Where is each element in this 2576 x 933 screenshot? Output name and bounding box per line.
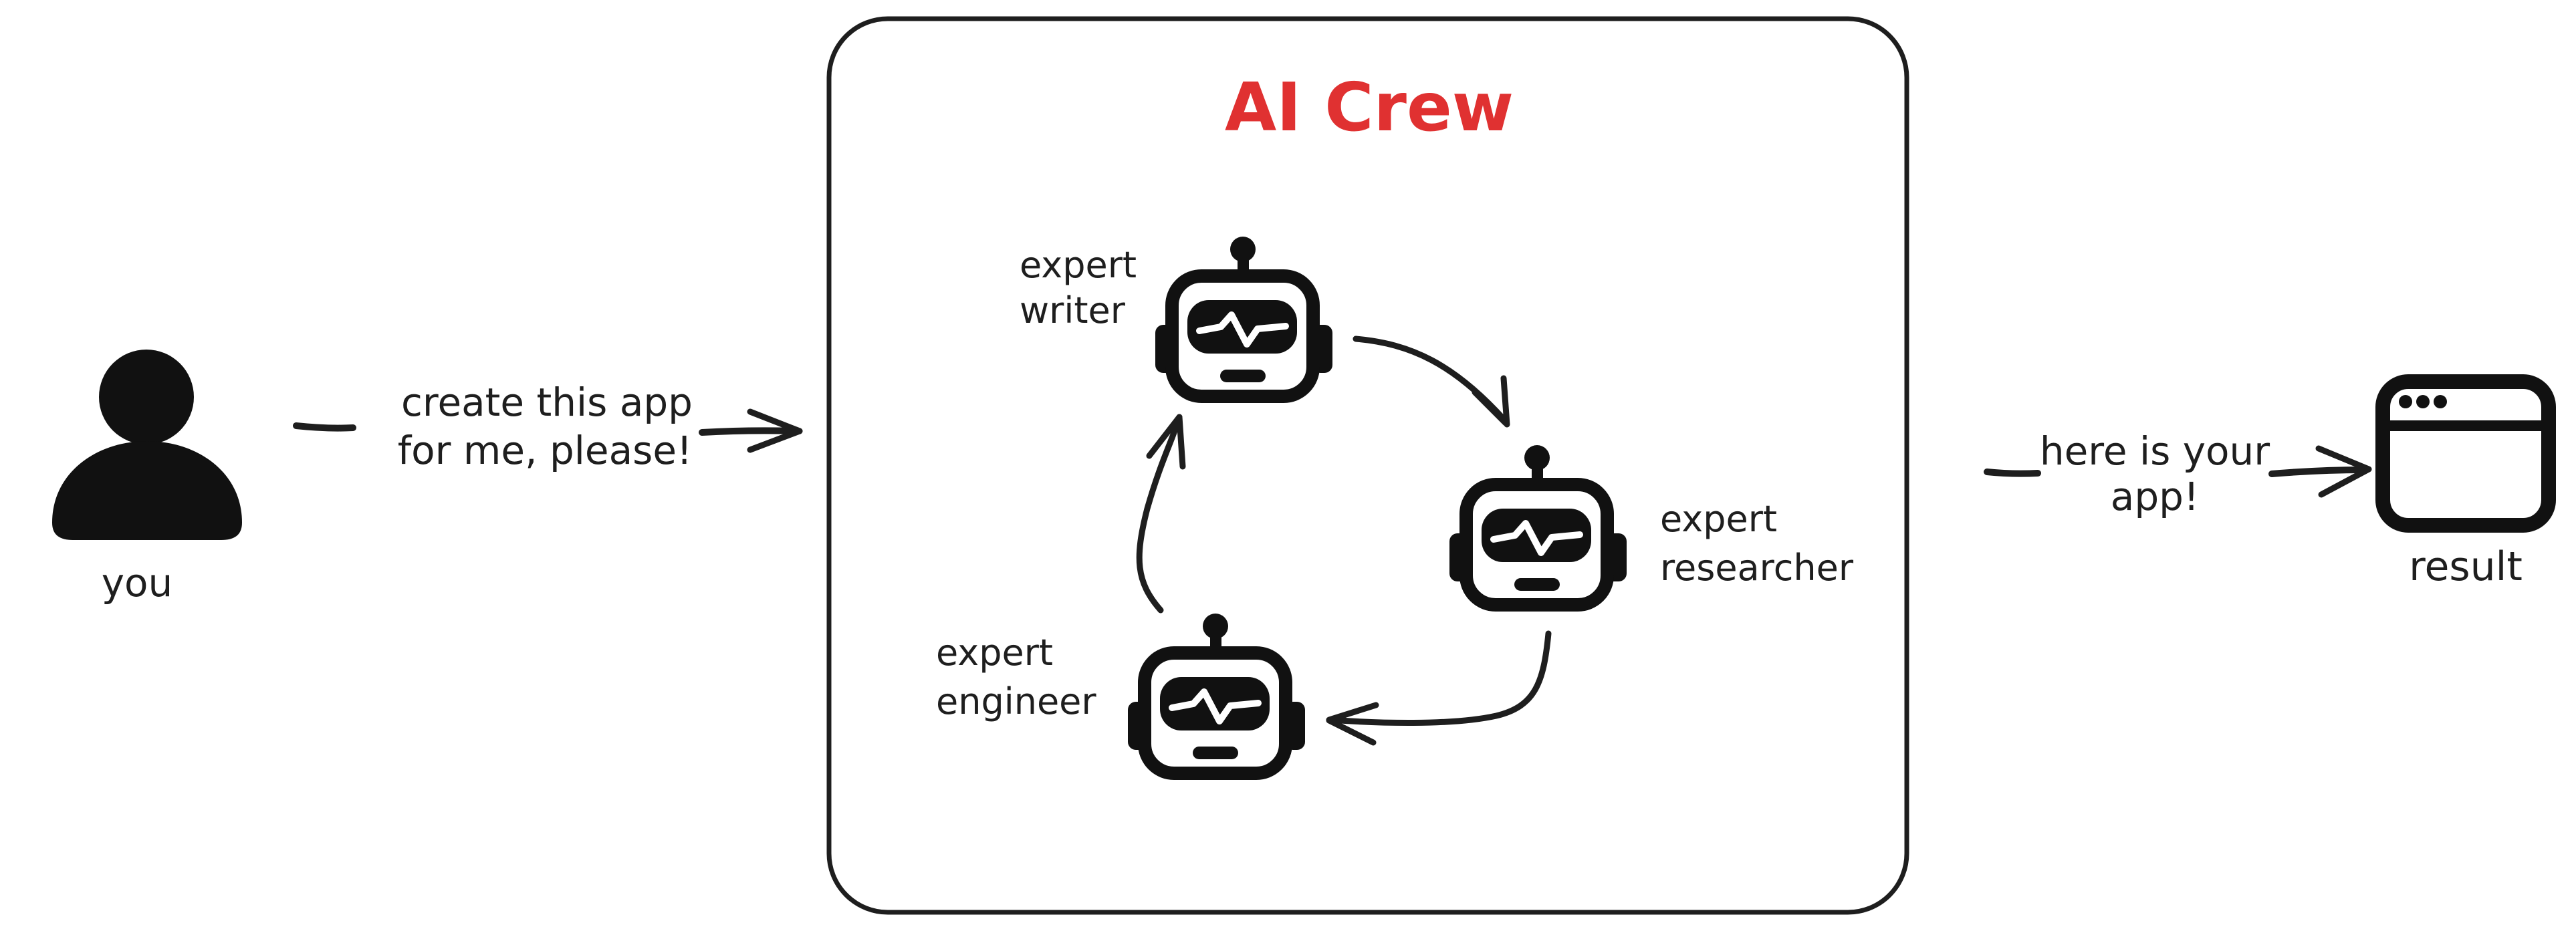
request-label-line1: create this app <box>401 380 693 425</box>
person-icon <box>52 350 242 540</box>
request-arrow-tail-segment <box>293 422 356 432</box>
browser-dot-icon <box>2434 395 2447 408</box>
user-label: you <box>102 560 173 606</box>
person-body-shape <box>52 441 242 540</box>
agent-engineer-label-line2: engineer <box>936 680 1096 722</box>
browser-dot-icon <box>2416 395 2430 408</box>
browser-window-frame <box>2375 374 2556 533</box>
request-label-line2: for me, please! <box>398 428 693 473</box>
crew-box <box>826 16 1909 915</box>
delivery-label-line2: app! <box>2111 474 2199 519</box>
robot-icon-researcher <box>1449 445 1627 605</box>
agent-engineer-label-line1: expert <box>936 632 1053 674</box>
agent-researcher-label-line2: researcher <box>1660 547 1854 589</box>
person-head-shape <box>99 350 194 444</box>
arrow-engineer-to-writer <box>1136 414 1186 614</box>
agent-writer-label-line1: expert <box>1020 244 1137 286</box>
request-arrow <box>293 408 803 453</box>
delivery-arrow <box>1984 445 2372 498</box>
delivery-arrow-shaft <box>2268 467 2367 477</box>
crew-title: AI Crew <box>1225 68 1514 146</box>
arrow-right-icon <box>2315 445 2372 498</box>
browser-window-icon <box>2375 374 2556 533</box>
arrow-writer-to-researcher <box>1353 336 1510 428</box>
agent-researcher-label-line1: expert <box>1660 498 1777 540</box>
robot-icon-writer <box>1155 237 1332 396</box>
delivery-label-line1: here is your <box>2040 428 2270 474</box>
arrow-researcher-to-engineer <box>1326 630 1552 746</box>
delivery-arrow-tail-segment <box>1984 469 2041 477</box>
result-label: result <box>2409 543 2523 590</box>
browser-dot-icon <box>2399 395 2412 408</box>
request-arrow-shaft <box>699 427 799 436</box>
agent-writer-label-line2: writer <box>1020 289 1126 331</box>
robot-icon-engineer <box>1128 614 1305 773</box>
arrow-right-icon <box>747 408 803 453</box>
